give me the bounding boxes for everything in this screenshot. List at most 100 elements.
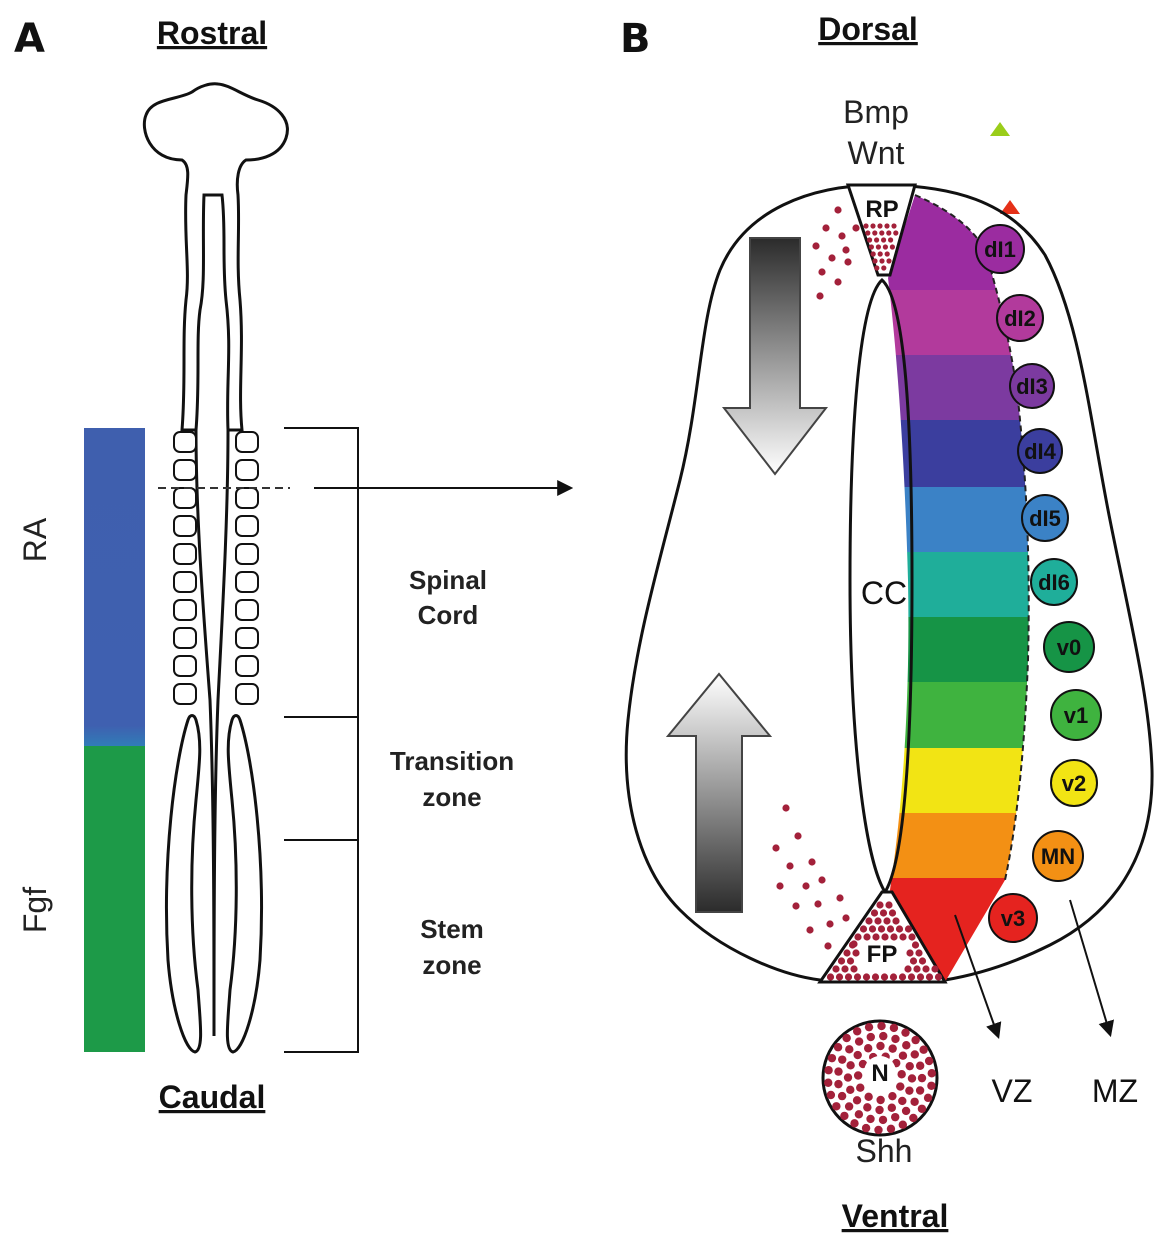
signal-dot: [824, 1079, 832, 1087]
signal-dot: [852, 949, 859, 956]
signal-dot: [916, 1062, 924, 1070]
signal-dot: [906, 1062, 914, 1070]
signal-dot: [836, 894, 843, 901]
signal-dot: [865, 1023, 873, 1031]
neuron-circle-label: v2: [1062, 771, 1086, 796]
neuron-circle-label: dI2: [1004, 306, 1036, 331]
signal-dot: [911, 1036, 919, 1044]
signal-dot: [832, 965, 839, 972]
signal-dot: [845, 1045, 853, 1053]
signal-dot: [856, 1084, 864, 1092]
signal-dot: [888, 1092, 896, 1100]
vz-domain-band: [880, 420, 1040, 487]
signal-dot: [899, 1121, 907, 1129]
somite-right: [236, 460, 258, 480]
signal-dot: [897, 1070, 905, 1078]
somite-right: [236, 572, 258, 592]
zone-bracket: [284, 428, 358, 1052]
neuron-circle-label: dI5: [1029, 506, 1061, 531]
somite-left: [174, 516, 196, 536]
signal-dot: [888, 1044, 896, 1052]
signal-dot: [878, 251, 883, 256]
signal-dot: [808, 858, 815, 865]
signal-dot: [876, 1042, 884, 1050]
stem-zone-label-1: Stem: [420, 914, 484, 944]
vz-domain-band: [880, 682, 1040, 748]
signal-dot: [905, 925, 912, 932]
somite-left: [174, 432, 196, 452]
neuron-circle-label: dI3: [1016, 374, 1048, 399]
signal-dot: [874, 265, 879, 270]
signal-dot: [827, 973, 834, 980]
signal-dot: [883, 244, 888, 249]
signal-dot: [865, 230, 870, 235]
signal-dot: [908, 973, 915, 980]
signal-dot: [875, 1106, 883, 1114]
transition-zone-label-1: Transition: [390, 746, 514, 776]
shh-gradient-arrow: [668, 674, 770, 912]
fgf-label: Fgf: [17, 887, 53, 933]
signal-dot: [910, 1098, 918, 1106]
psm-left: [166, 716, 200, 1053]
signal-dot: [879, 230, 884, 235]
neuron-circle-label: v1: [1064, 703, 1088, 728]
signal-dot: [794, 832, 801, 839]
signal-dot: [912, 941, 919, 948]
stem-zone-label-2: zone: [422, 950, 481, 980]
vz-label: VZ: [992, 1073, 1033, 1109]
spinal-cord-label-2: Cord: [418, 600, 479, 630]
signal-dot: [899, 933, 906, 940]
signal-dot: [826, 920, 833, 927]
signal-dot: [834, 206, 841, 213]
signal-dot: [872, 258, 877, 263]
signal-dot: [865, 917, 872, 924]
somite-right: [236, 544, 258, 564]
signal-dot: [836, 973, 843, 980]
mz-label: MZ: [1092, 1073, 1138, 1109]
signal-dot: [818, 876, 825, 883]
signal-dot: [816, 292, 823, 299]
signal-dot: [899, 973, 906, 980]
notochord-label: N: [871, 1060, 888, 1087]
signal-dot: [824, 942, 831, 949]
signal-dot: [843, 949, 850, 956]
neural-tube-right: [214, 430, 228, 1036]
signal-dot: [926, 973, 933, 980]
signal-dot: [883, 917, 890, 924]
signal-dot: [841, 965, 848, 972]
signal-dot: [828, 254, 835, 261]
signal-dot: [909, 1114, 917, 1122]
panel-b-letter: B: [620, 16, 651, 62]
signal-dot: [864, 1093, 872, 1101]
signal-dot: [845, 973, 852, 980]
signal-dot: [916, 1086, 924, 1094]
signal-dot: [908, 1074, 916, 1082]
signal-dot: [904, 965, 911, 972]
vz-domain-band: [880, 617, 1040, 682]
signal-dot: [842, 246, 849, 253]
vz-domain-band: [880, 813, 1040, 878]
signal-dot: [874, 917, 881, 924]
neuron-circle-label: v0: [1057, 635, 1081, 660]
signal-dot: [776, 882, 783, 889]
signal-dot: [792, 902, 799, 909]
signal-dot: [863, 933, 870, 940]
signal-dot: [782, 804, 789, 811]
signal-dot: [884, 223, 889, 228]
signal-dot: [853, 1027, 861, 1035]
signal-dot: [853, 1096, 861, 1104]
signal-dot: [872, 973, 879, 980]
signal-dot: [871, 251, 876, 256]
signal-dot: [834, 1080, 842, 1088]
signal-dot: [827, 1091, 835, 1099]
signal-dot: [845, 1102, 853, 1110]
neuron-circle-label: v3: [1001, 906, 1025, 931]
signal-dot: [917, 973, 924, 980]
signal-dot: [806, 926, 813, 933]
signal-dot: [891, 1035, 899, 1043]
somites: [174, 432, 258, 704]
neuron-circle-label: MN: [1041, 844, 1075, 869]
ventral-heading: Ventral: [842, 1198, 949, 1234]
signal-dot: [918, 1074, 926, 1082]
